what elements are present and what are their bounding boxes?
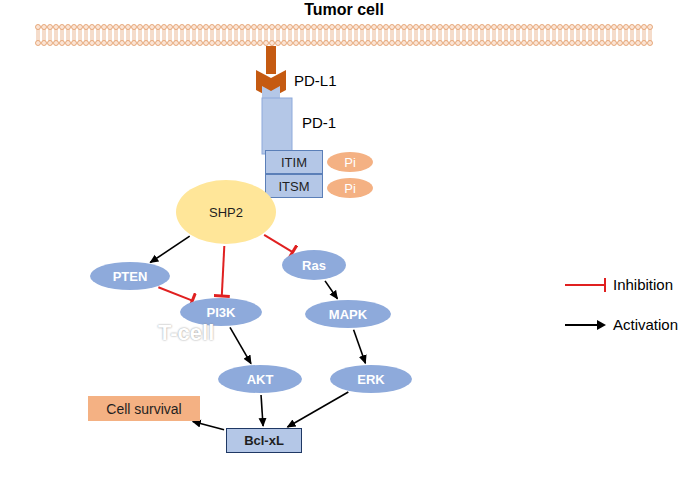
phosphate-oval-label: Pi (344, 181, 356, 196)
inhibition-sample-bar (604, 278, 606, 292)
pd-1-receptor: PD-1 (256, 96, 356, 156)
activation-connector (354, 330, 366, 363)
t-cell-body-label: T-cell (158, 320, 214, 346)
bcl-xl-box: Bcl-xL (226, 428, 302, 453)
bcl-xl-box-label: Bcl-xL (244, 433, 284, 448)
activation-connector (150, 236, 189, 262)
pten-oval-label: PTEN (113, 269, 148, 284)
akt-oval: AKT (218, 365, 302, 393)
lipid-bilayer (35, 24, 653, 46)
ras-oval-label: Ras (302, 258, 326, 273)
itim-box: ITIM (265, 150, 323, 174)
activation-connector (261, 395, 263, 426)
pd-1-receptor-label: PD-1 (302, 114, 336, 131)
mapk-oval-label: MAPK (329, 307, 367, 322)
activation-connector (287, 392, 348, 427)
shp2-blob-label: SHP2 (209, 205, 243, 220)
itsm-box-label: ITSM (278, 179, 309, 194)
legend-label: Activation (613, 316, 678, 333)
tumor-cell-membrane-label: Tumor cell (35, 0, 653, 20)
activation-sample (565, 324, 598, 326)
phosphate-oval: Pi (327, 152, 373, 172)
inhibition-connector (264, 235, 293, 252)
itsm-box: ITSM (265, 174, 323, 198)
activation-connector (230, 327, 251, 363)
tumor-cell-membrane: Tumor cell (35, 0, 653, 48)
phosphate-oval: Pi (327, 178, 373, 198)
akt-oval-label: AKT (247, 372, 274, 387)
activation-sample-head (597, 320, 606, 330)
cell-survival-box-label: Cell survival (106, 401, 181, 417)
legend-label: Inhibition (613, 276, 673, 293)
pten-oval: PTEN (90, 262, 170, 290)
inhibition-connector (158, 287, 192, 300)
activation-connector (193, 422, 224, 430)
t-cell-body: T-cellITIMITSMPiPiSHP2PTENPI3KRasAKTMAPK… (16, 140, 590, 478)
inhibition-connector (222, 246, 225, 296)
pd-l1-ligand-label: PD-L1 (294, 72, 337, 89)
pd-l1-ligand: PD-L1 (250, 46, 350, 98)
erk-oval-label: ERK (357, 372, 384, 387)
pi3k-oval-label: PI3K (207, 305, 236, 320)
cell-survival-box: Cell survival (88, 396, 200, 421)
erk-oval: ERK (330, 365, 412, 393)
ras-oval: Ras (282, 250, 346, 280)
phosphate-oval-label: Pi (344, 155, 356, 170)
mapk-oval: MAPK (305, 300, 391, 328)
itim-box-label: ITIM (281, 155, 307, 170)
inhibition-sample (565, 284, 605, 286)
activation-connector (325, 281, 337, 299)
shp2-blob: SHP2 (176, 180, 276, 244)
